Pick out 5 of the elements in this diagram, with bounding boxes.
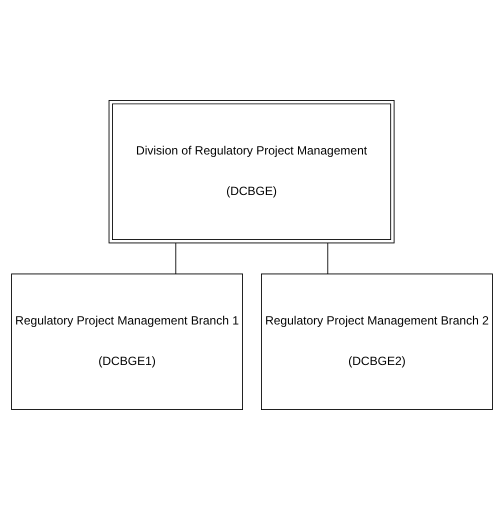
node-box: Regulatory Project Management Branch 1 (DCBGE1) <box>11 272 243 410</box>
node-box: Division of Regulatory Project Management (DCBGE) <box>108 100 395 243</box>
connector <box>175 242 176 274</box>
node-box: Regulatory Project Management Branch 2 (DCBGE2) <box>261 272 493 410</box>
connector <box>327 242 328 274</box>
